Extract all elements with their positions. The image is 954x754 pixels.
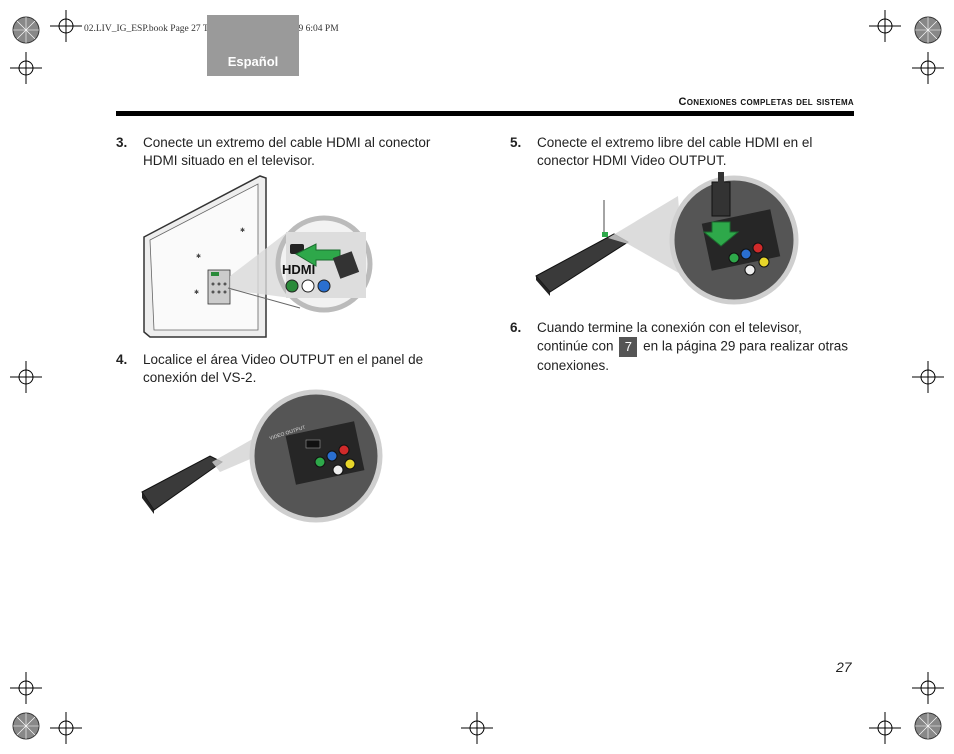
step-4: 4. Localice el área Video OUTPUT en el p… <box>116 351 476 387</box>
step-text: Conecte el extremo libre del cable HDMI … <box>537 135 813 150</box>
crop-crosshair-icon <box>869 712 901 744</box>
page-number: 27 <box>836 659 852 675</box>
crop-crosshair-icon <box>10 361 42 393</box>
registration-mark-icon <box>12 712 40 740</box>
language-tab: Español <box>207 15 299 76</box>
registration-mark-icon <box>12 16 40 44</box>
crop-crosshair-icon <box>912 672 944 704</box>
step-5: 5. Conecte el extremo libre del cable HD… <box>510 134 870 170</box>
step-text: Cuando termine la conexión con el televi… <box>537 320 802 335</box>
step-number: 5. <box>510 135 522 150</box>
step-text: continúe con <box>537 338 614 354</box>
step-text: HDMI situado en el televisor. <box>143 152 315 168</box>
crop-crosshair-icon <box>10 52 42 84</box>
svg-text:✱: ✱ <box>194 289 199 296</box>
crop-crosshair-icon <box>912 361 944 393</box>
step-reference-badge: 7 <box>619 336 638 357</box>
svg-text:✱: ✱ <box>196 253 201 260</box>
crop-crosshair-icon <box>50 10 82 42</box>
tv-hdmi-illustration: ✱ ✱ ✱ HDMI <box>143 175 373 338</box>
step-number: 3. <box>116 135 128 150</box>
hdmi-label: HDMI <box>282 262 315 277</box>
svg-text:✱: ✱ <box>240 227 245 234</box>
step-text: conexión del VS-2. <box>143 369 257 385</box>
language-tab-label: Español <box>227 54 279 69</box>
step-text: Localice el área Video OUTPUT en el pane… <box>143 352 424 367</box>
hdmi-to-vs2-illustration <box>535 172 799 305</box>
vs2-panel-illustration: VIDEO OUTPUT <box>141 389 383 523</box>
step-number: 4. <box>116 352 128 367</box>
section-title: Conexiones completas del sistema <box>678 96 854 108</box>
crop-crosshair-icon <box>50 712 82 744</box>
step-text: Conecte un extremo del cable HDMI al con… <box>143 135 431 150</box>
crop-crosshair-icon <box>869 10 901 42</box>
step-6: 6. Cuando termine la conexión con el tel… <box>510 319 870 375</box>
crop-crosshair-icon <box>10 672 42 704</box>
registration-mark-icon <box>914 16 942 44</box>
step-text: conector HDMI Video OUTPUT. <box>537 152 727 168</box>
registration-mark-icon <box>914 712 942 740</box>
step-text: en la página 29 para realizar otras <box>643 338 848 354</box>
step-text: conexiones. <box>537 357 610 373</box>
step-3: 3. Conecte un extremo del cable HDMI al … <box>116 134 476 170</box>
header-rule <box>116 111 854 116</box>
crop-crosshair-icon <box>912 52 944 84</box>
crop-crosshair-icon <box>461 712 493 744</box>
step-number: 6. <box>510 320 522 335</box>
